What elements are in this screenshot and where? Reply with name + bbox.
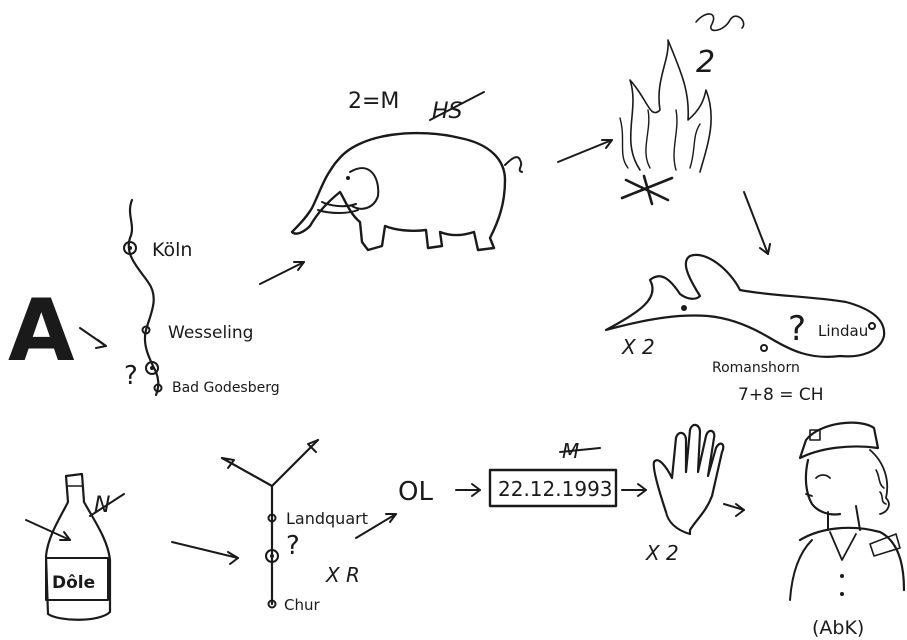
elephant-drawing: 2=M HS — [292, 89, 522, 250]
lake-formula: 7+8 = CH — [738, 385, 824, 405]
map-bottom-marks: X R — [325, 563, 360, 587]
arrow-elephant-to-fire — [558, 140, 612, 162]
place-romanshorn: Romanshorn — [712, 360, 800, 376]
uniformed-figure: (AbK) — [790, 423, 904, 639]
lake-marks: X 2 — [621, 335, 655, 359]
place-lindau: Lindau — [818, 322, 868, 340]
arrow-map-to-elephant — [260, 262, 304, 284]
city-marker-lindau — [869, 323, 875, 329]
hand-drawing: X 2 — [645, 425, 723, 565]
place-wesseling: Wesseling — [168, 323, 253, 343]
fire-drawing: 2 — [620, 14, 744, 204]
river-map-top: Köln Wesseling ? Bad Godesberg — [124, 200, 280, 396]
question-bottom: ? — [286, 531, 300, 561]
arrow-into-bottle — [26, 520, 70, 540]
date-box: M 22.12.1993 — [490, 439, 616, 506]
question-top: ? — [124, 361, 138, 391]
river-map-bottom: Landquart ? Chur X R — [222, 440, 368, 614]
place-chur: Chur — [284, 596, 320, 614]
city-marker-romanshorn — [761, 345, 767, 351]
place-landquart: Landquart — [286, 509, 368, 528]
lake-map: ? Lindau Romanshorn 7+8 = CH X 2 — [606, 255, 884, 405]
place-koeln: Köln — [152, 239, 192, 261]
letter-a: A — [8, 281, 75, 381]
hand-marks: X 2 — [645, 541, 679, 565]
figure-caption: (AbK) — [812, 617, 864, 639]
bottle-label-text: Dôle — [52, 573, 95, 593]
arrow-fire-to-lake — [744, 192, 768, 254]
question-lake: ? — [788, 309, 806, 349]
elephant-formula: 2=M — [348, 89, 399, 114]
fire-mark: 2 — [696, 45, 715, 80]
wine-bottle: Dôle N — [26, 474, 124, 620]
place-bad-godesberg: Bad Godesberg — [172, 380, 280, 396]
date-text: 22.12.1993 — [498, 477, 613, 501]
arrow-bottle-to-map — [172, 542, 238, 558]
ol-text: OL — [398, 477, 433, 507]
